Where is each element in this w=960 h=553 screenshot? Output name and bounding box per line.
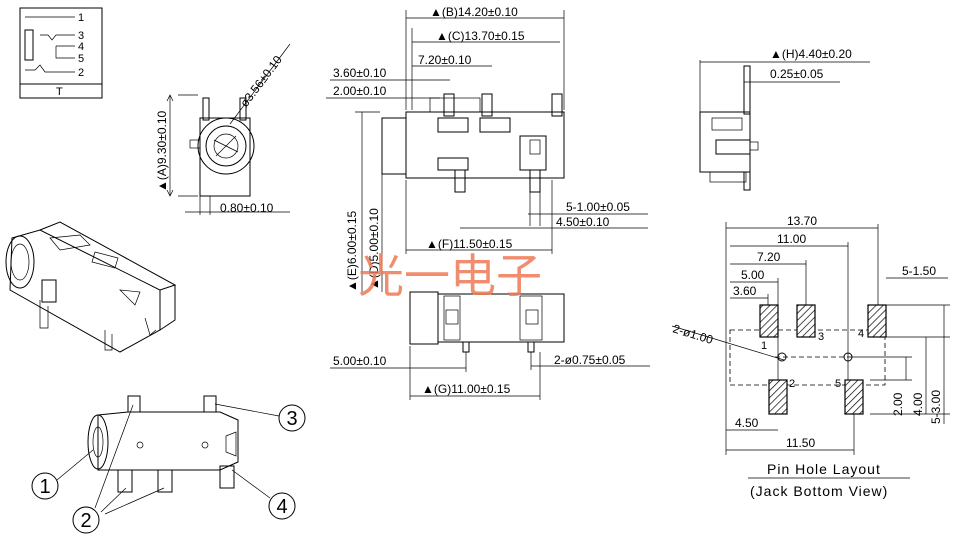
isometric-view bbox=[5, 221, 177, 353]
pad-5 bbox=[844, 379, 864, 415]
dim-a: ▲(A)9.30±0.10 bbox=[155, 111, 169, 192]
pad-1 bbox=[759, 304, 779, 338]
front-view: ▲(A)9.30±0.10 ø3.56±0.10 0.80±0.10 bbox=[155, 43, 291, 215]
dim-025: 0.25±0.05 bbox=[770, 67, 824, 81]
bottom-view: 5.00±0.10 2-ø0.75±0.05 ▲(G)11.00±0.15 bbox=[330, 291, 650, 400]
callout-1: 1 bbox=[39, 476, 50, 498]
layout-d-200: 2.00 bbox=[891, 392, 905, 416]
layout-pin-1: 1 bbox=[761, 340, 767, 352]
layout-title: Pin Hole Layout bbox=[767, 461, 881, 477]
layout-d-5x300: 5-3.00 bbox=[929, 390, 943, 424]
dim-f: ▲(F)11.50±0.15 bbox=[426, 237, 513, 251]
dim-360: 3.60±0.10 bbox=[333, 66, 387, 80]
dim-bottom-500: 5.00±0.10 bbox=[333, 354, 387, 368]
dim-h: ▲(H)4.40±0.20 bbox=[770, 47, 852, 61]
layout-pin-2: 2 bbox=[789, 378, 795, 390]
layout-pin-3: 3 bbox=[818, 331, 824, 343]
dim-diameter: ø3.56±0.10 bbox=[237, 53, 285, 110]
callout-sketch: 1 2 3 4 bbox=[31, 395, 306, 534]
layout-d-2x100: 2-ø1.00 bbox=[671, 321, 715, 347]
layout-d-1150: 11.50 bbox=[786, 436, 815, 450]
pad-3 bbox=[796, 304, 816, 338]
schematic-symbol: 1 3 4 5 2 T bbox=[19, 7, 103, 99]
pin-label-5: 5 bbox=[78, 53, 84, 65]
layout-pin-5: 5 bbox=[835, 378, 841, 390]
layout-subtitle: (Jack Bottom View) bbox=[750, 483, 888, 499]
dim-5x100: 5-1.00±0.05 bbox=[566, 200, 630, 214]
layout-d-1370: 13.70 bbox=[787, 214, 817, 228]
dim-g: ▲(G)11.00±0.15 bbox=[422, 382, 511, 396]
schematic-type-label: T bbox=[56, 86, 63, 98]
pin-label-1: 1 bbox=[78, 12, 84, 24]
callout-2: 2 bbox=[80, 510, 91, 532]
top-view: ▲(B)14.20±0.10 ▲(C)13.70±0.15 7.20±0.10 … bbox=[326, 5, 648, 292]
layout-d-400: 4.00 bbox=[911, 392, 925, 416]
callout-4: 4 bbox=[276, 496, 287, 518]
layout-pin-4: 4 bbox=[858, 328, 864, 340]
layout-d-1100: 11.00 bbox=[777, 232, 806, 246]
layout-d-450: 4.50 bbox=[735, 416, 759, 430]
callout-3: 3 bbox=[286, 408, 297, 430]
dim-holes: 2-ø0.75±0.05 bbox=[554, 353, 626, 367]
pad-4 bbox=[867, 304, 887, 338]
pin-label-3: 3 bbox=[78, 30, 84, 42]
dim-450: 4.50±0.10 bbox=[556, 215, 610, 229]
pin-hole-layout: 1 3 4 2 5 13.70 11.00 7.20 5.00 3.60 5-1… bbox=[671, 214, 950, 499]
side-view: ▲(H)4.40±0.20 0.25±0.05 bbox=[699, 47, 870, 191]
dim-e: ▲(E)6.00±0.15 bbox=[345, 211, 359, 292]
layout-d-720: 7.20 bbox=[757, 250, 781, 264]
layout-d-360: 3.60 bbox=[733, 284, 757, 298]
pad-2 bbox=[768, 379, 788, 415]
layout-d-500: 5.00 bbox=[741, 268, 765, 282]
dim-d: ▲(D)5.00±0.10 bbox=[367, 208, 381, 290]
watermark-text: 光一电子 bbox=[358, 249, 542, 303]
dim-200: 2.00±0.10 bbox=[333, 84, 387, 98]
dim-front-bottom: 0.80±0.10 bbox=[220, 201, 274, 215]
pin-label-4: 4 bbox=[78, 41, 84, 53]
layout-d-5x150: 5-1.50 bbox=[902, 264, 936, 278]
dim-720: 7.20±0.10 bbox=[418, 53, 472, 67]
pin-label-2: 2 bbox=[78, 67, 84, 79]
dim-c: ▲(C)13.70±0.15 bbox=[436, 29, 525, 43]
dim-b: ▲(B)14.20±0.10 bbox=[430, 5, 518, 19]
